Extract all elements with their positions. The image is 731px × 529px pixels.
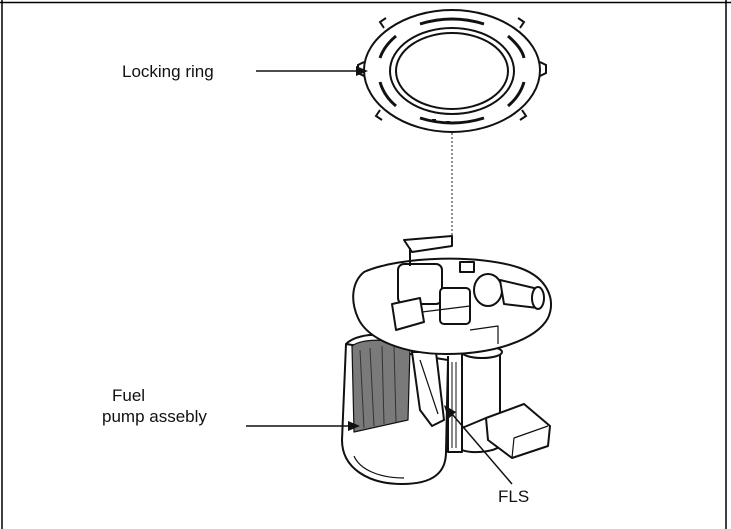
leader-fls	[444, 405, 513, 485]
leader-locking-ring	[256, 66, 368, 76]
leader-fuel-pump	[246, 421, 360, 431]
fuel-pump-drawing	[341, 235, 552, 485]
fuel-pump-label-line2: pump assebly	[102, 407, 207, 426]
fls-label: FLS	[498, 487, 530, 506]
locking-ring-label: Locking ring	[122, 62, 214, 81]
locking-ring-drawing	[357, 8, 547, 134]
fuel-pump-label-line1: Fuel	[112, 386, 146, 405]
fuel-pump-assembly-label: Fuel pump assebly	[102, 385, 217, 427]
